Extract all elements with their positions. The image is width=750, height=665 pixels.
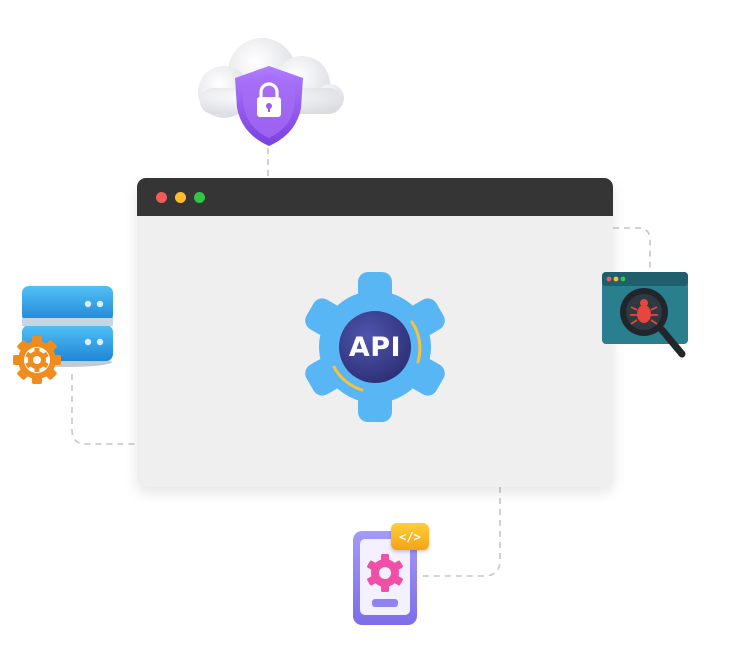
settings-gear-icon xyxy=(13,336,61,384)
api-label: API xyxy=(348,331,402,363)
close-dot[interactable] xyxy=(156,191,167,203)
database-server-icon xyxy=(13,286,113,384)
maximize-dot[interactable] xyxy=(194,191,205,203)
connector-window-bug xyxy=(613,227,651,272)
mobile-app-icon xyxy=(353,531,417,625)
bug-search-folder-icon xyxy=(602,272,688,358)
connector-window-mobile xyxy=(418,487,501,577)
shield-lock-icon xyxy=(235,66,303,146)
code-tag-icon: </> xyxy=(391,523,429,550)
minimize-dot[interactable] xyxy=(175,191,186,203)
api-gear-icon xyxy=(305,272,445,422)
window-titlebar xyxy=(137,178,613,216)
cloud-shield-group xyxy=(198,38,344,146)
api-gear: API xyxy=(304,272,446,422)
